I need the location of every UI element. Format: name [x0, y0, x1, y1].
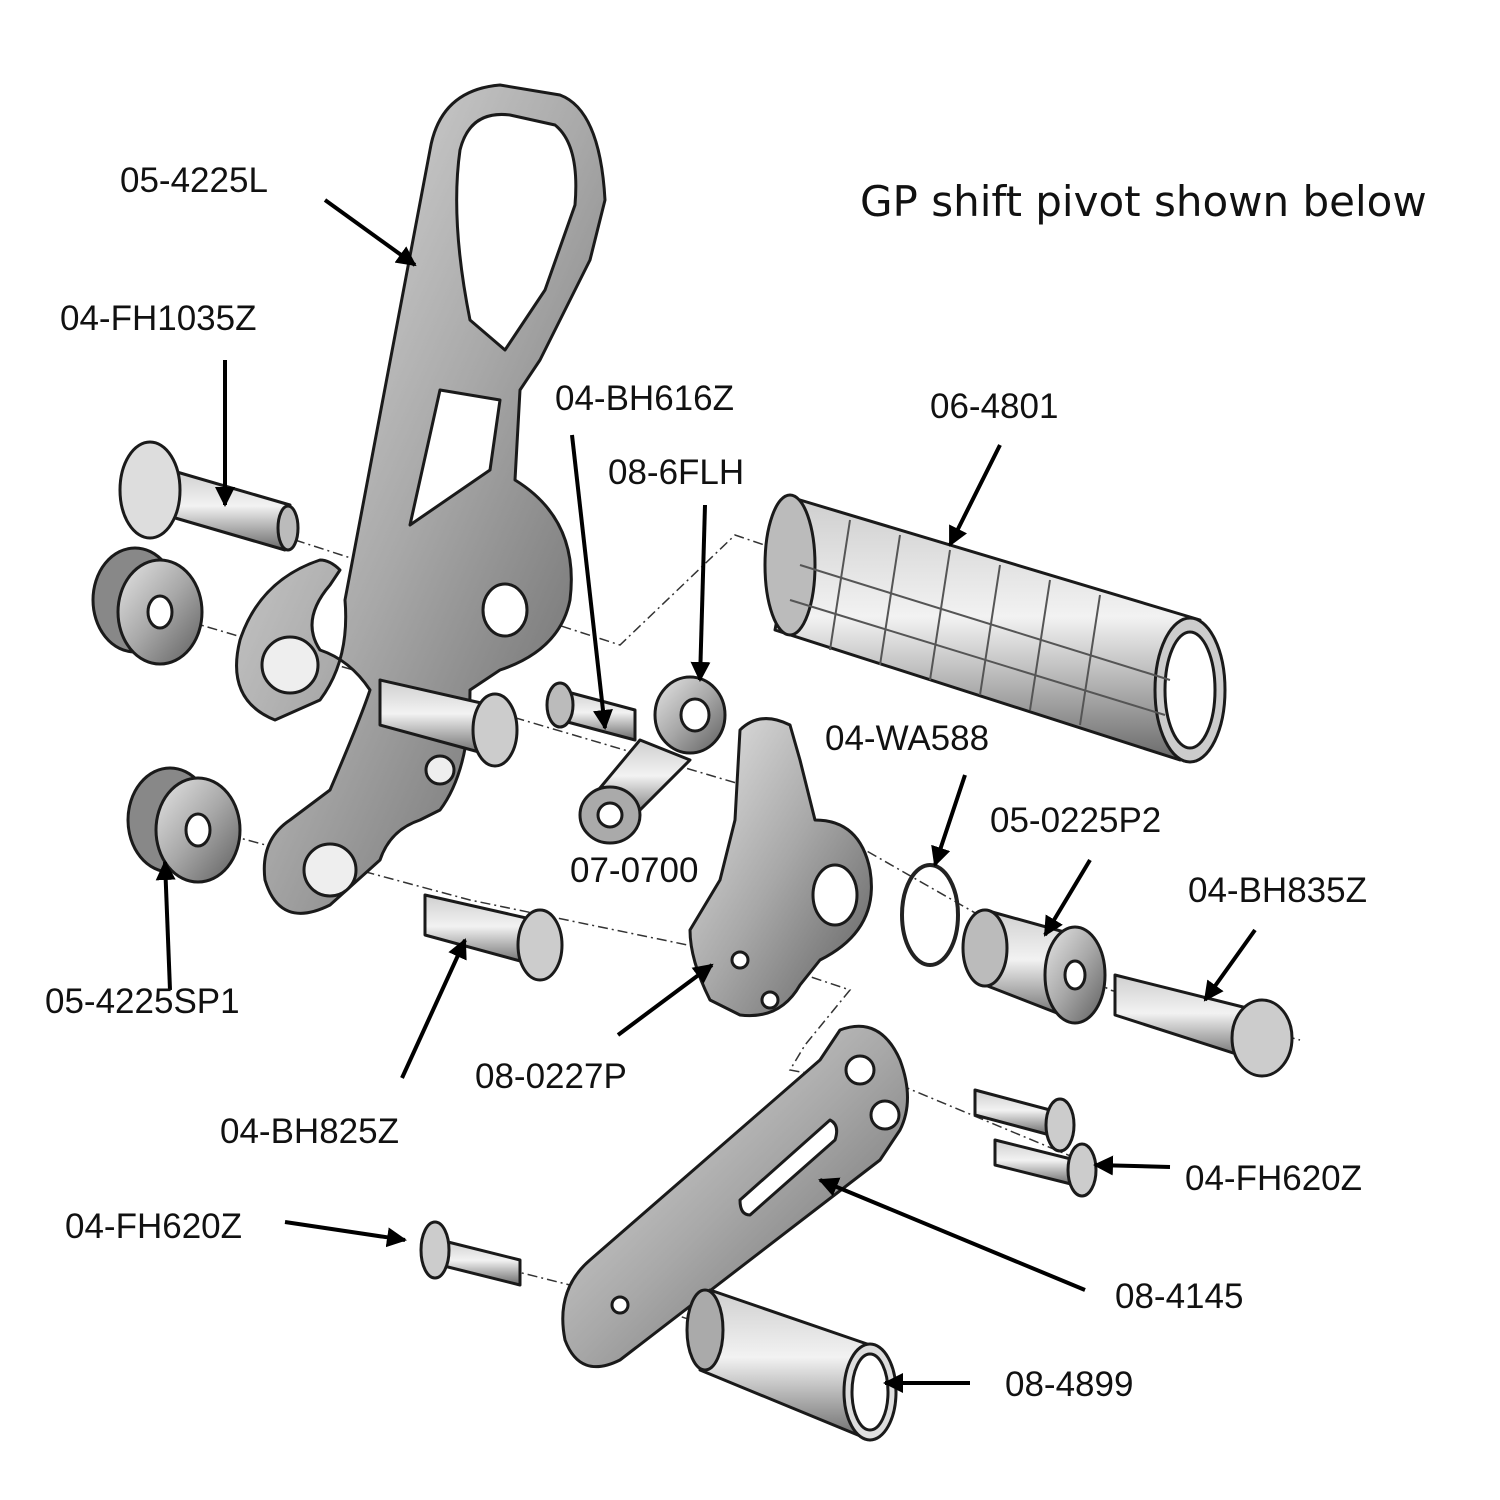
arrow-04-fh620z-right: [1093, 1155, 1171, 1176]
label-04-bh616z: 04-BH616Z: [555, 379, 734, 418]
bolt-fh620z-left-part: [419, 1220, 522, 1287]
arrow-04-fh620z-left: [284, 1220, 407, 1248]
label-05-0225p2: 05-0225P2: [990, 801, 1161, 840]
bolt-fh1035z-part: [118, 440, 300, 552]
label-04-bh835z: 04-BH835Z: [1188, 871, 1367, 910]
arrow-04-wa588: [931, 774, 967, 867]
label-08-0227p: 08-0227P: [475, 1057, 627, 1096]
spacer-upper-part: [91, 546, 204, 666]
label-04-fh620z-right: 04-FH620Z: [1185, 1159, 1362, 1198]
label-04-fh1035z: 04-FH1035Z: [60, 299, 256, 338]
lever-08-4145-part: [561, 1024, 909, 1369]
label-05-4225sp1: 05-4225SP1: [45, 982, 240, 1021]
bolt-bh825z-part: [423, 893, 564, 982]
bushing-05-0225p2-part: [961, 908, 1107, 1025]
pivot-08-0227p-part: [688, 717, 873, 1018]
arrow-05-4225sp1: [155, 860, 176, 991]
arrow-08-4145: [818, 1177, 1086, 1292]
label-04-wa588: 04-WA588: [825, 719, 989, 758]
label-07-0700: 07-0700: [570, 851, 698, 890]
leader-arrows: [155, 198, 1257, 1393]
bolt-bh835z-part: [1113, 973, 1294, 1078]
bolt-upper-bracket-part: [378, 678, 519, 768]
arrow-08-6flh: [690, 504, 711, 682]
bolts-fh620z-right-part: [973, 1088, 1098, 1198]
label-06-4801: 06-4801: [930, 387, 1058, 426]
label-08-6flh: 08-6FLH: [608, 453, 744, 492]
arrow-06-4801: [948, 444, 1002, 547]
spacer-05-4225sp1-part: [126, 766, 242, 884]
arrow-04-bh825z: [400, 938, 467, 1079]
grip-06-4801-part: [763, 493, 1227, 764]
arrow-05-4225l: [323, 198, 417, 267]
arrow-08-0227p: [616, 963, 714, 1037]
label-05-4225l: 05-4225L: [120, 161, 268, 200]
label-04-fh620z-left: 04-FH620Z: [65, 1207, 242, 1246]
bracket-part: [235, 83, 607, 915]
label-08-4899: 08-4899: [1005, 1365, 1133, 1404]
label-04-bh825z: 04-BH825Z: [220, 1112, 399, 1151]
peg-sleeve-08-4899-part: [685, 1288, 898, 1442]
arrow-04-bh616z: [570, 434, 613, 730]
arrow-04-bh835z: [1203, 928, 1257, 1002]
rod-end-part: [578, 675, 727, 845]
diagram-title: GP shift pivot shown below: [860, 177, 1427, 226]
wave-washer-part: [900, 863, 960, 967]
label-08-4145: 08-4145: [1115, 1277, 1243, 1316]
arrow-05-0225p2: [1043, 858, 1092, 937]
